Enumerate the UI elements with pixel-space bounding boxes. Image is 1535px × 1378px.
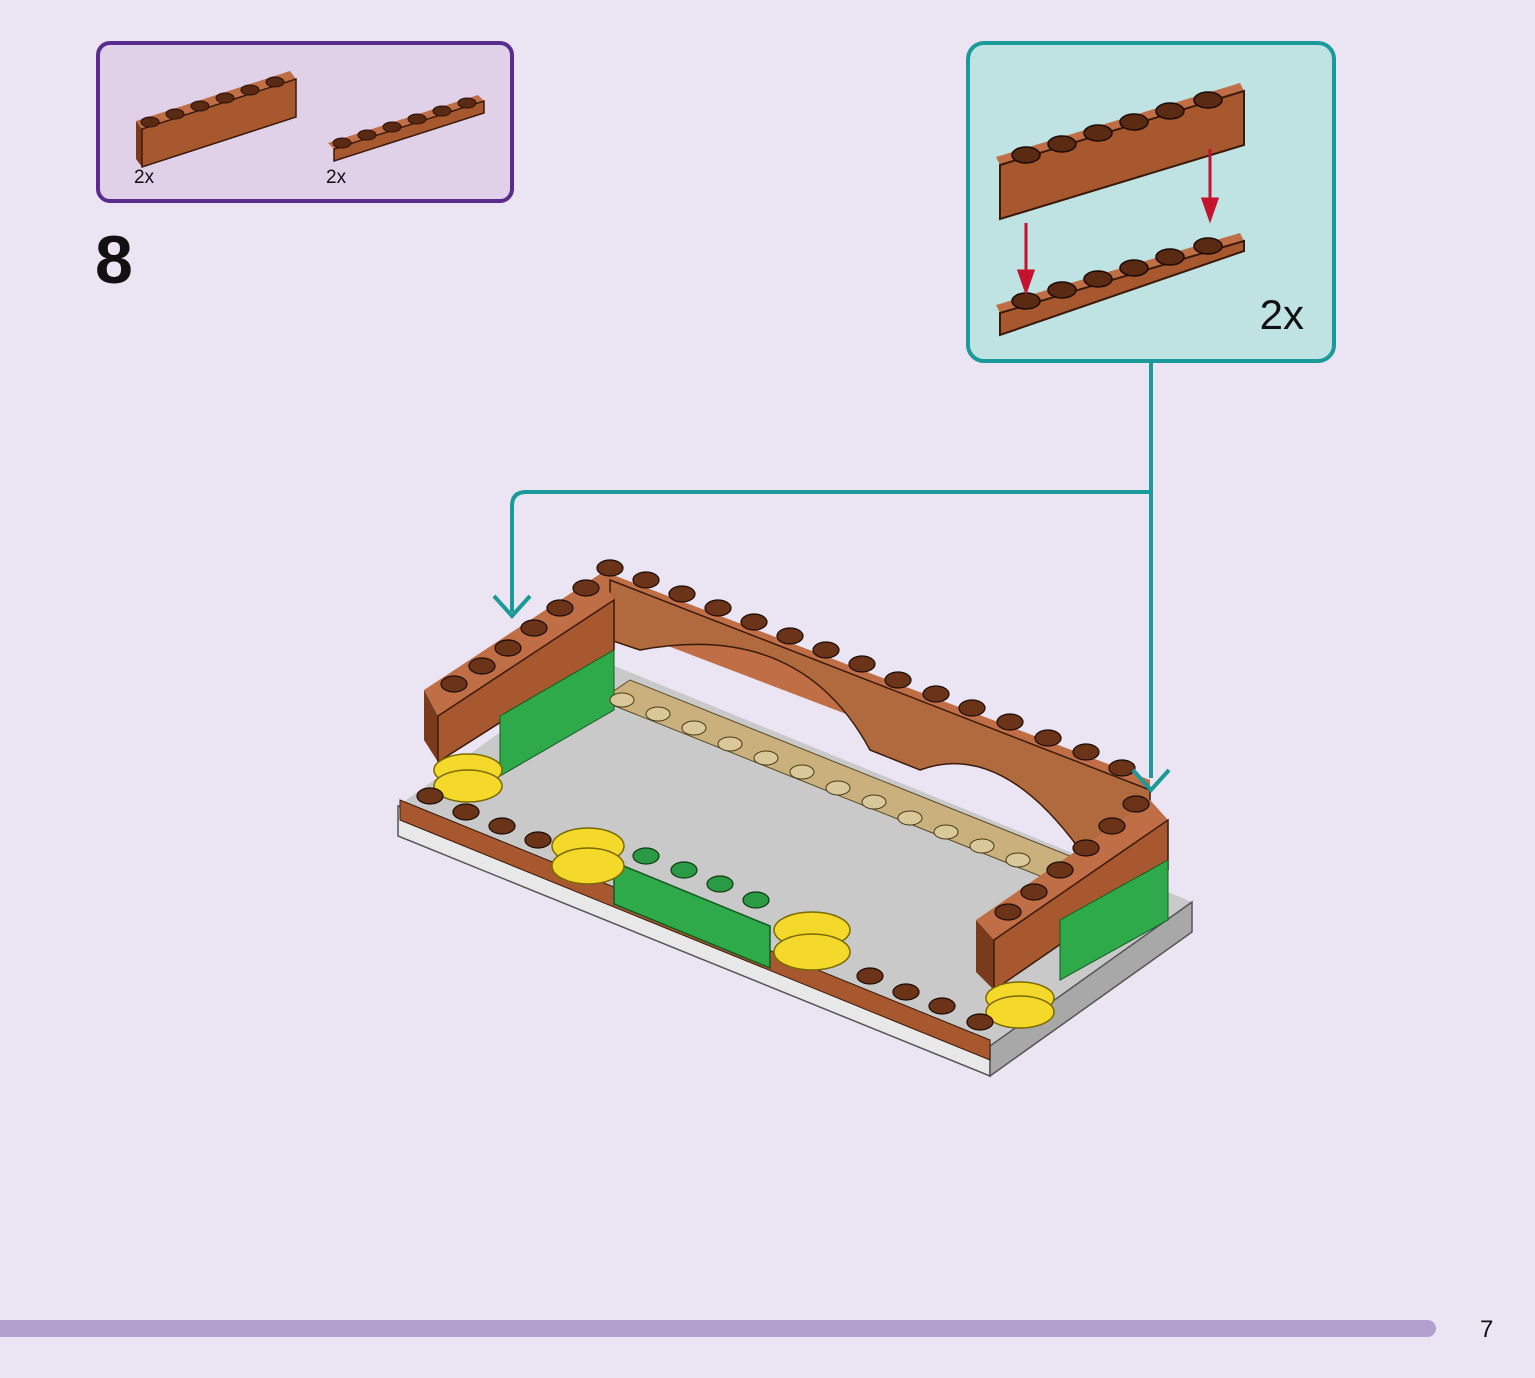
subassembly-callout: 2x — [966, 41, 1336, 363]
plate-qty-label: 2x — [326, 167, 347, 188]
subassembly-qty: 2x — [1259, 291, 1304, 338]
page-number: 7 — [1480, 1316, 1494, 1343]
subassembly-diagram — [996, 83, 1245, 337]
brick-1x6-reddish-brown-icon — [136, 71, 297, 169]
parts-callout: 2x 2x — [96, 41, 514, 203]
plate-1x6-reddish-brown-icon — [328, 95, 485, 163]
step-number: 8 — [95, 222, 133, 298]
brick-qty-label: 2x — [134, 167, 155, 188]
footer-bar — [0, 1320, 1436, 1337]
red-arrow-icon — [1016, 149, 1220, 296]
teal-arrow-icon — [492, 363, 1171, 793]
